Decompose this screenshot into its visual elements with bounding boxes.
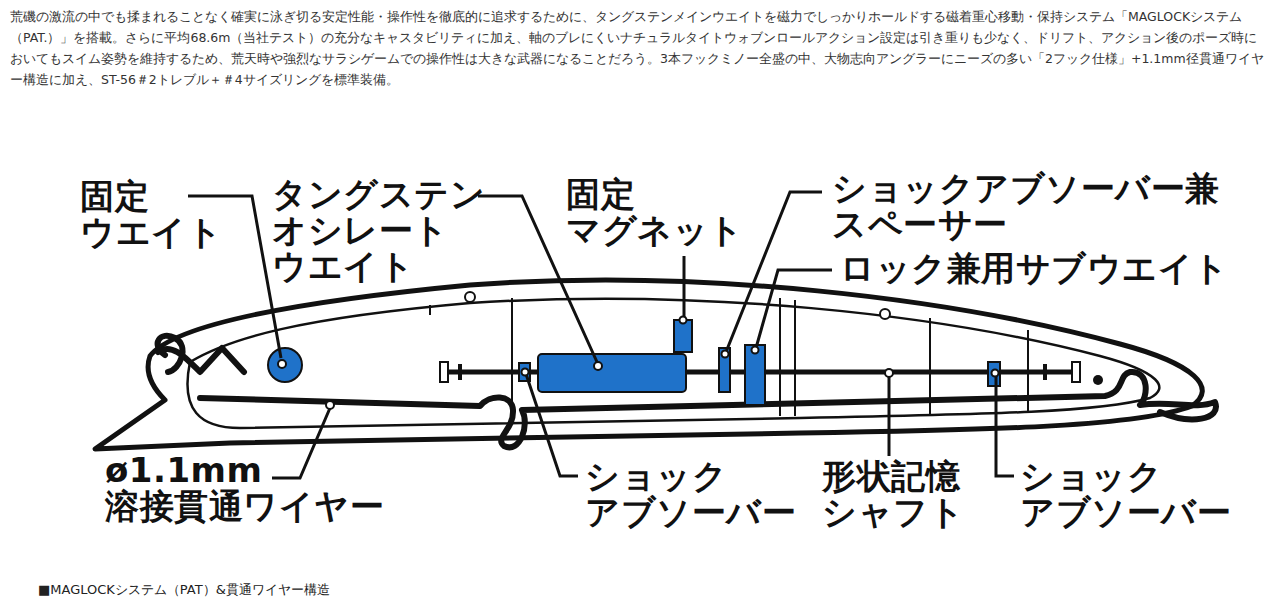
part-label: 固定 マグネット — [566, 176, 744, 248]
shaft-cap — [440, 362, 448, 382]
part-label: 固定 ウエイト — [80, 178, 222, 250]
part-label: タングステン オシレート ウエイト — [272, 176, 485, 284]
rivet — [1093, 375, 1103, 385]
figure-caption: ■MAGLOCKシステム（PAT）&貫通ワイヤー構造 — [38, 581, 330, 599]
rivet — [880, 309, 890, 319]
part-label: 形状記憶 シャフト — [822, 458, 964, 530]
shock-absorber — [988, 362, 1000, 386]
fixed-weight — [268, 348, 302, 382]
rivet — [465, 292, 475, 302]
tungsten-weight — [538, 354, 686, 392]
part-label: ロック兼用サブウエイト — [840, 250, 1229, 286]
shaft-cap — [1072, 362, 1080, 382]
part-label: ショック アブソーバー — [585, 458, 796, 530]
fixed-magnet — [674, 320, 692, 352]
part-label: ショック アブソーバー — [1020, 458, 1231, 530]
wire-eye — [158, 336, 183, 372]
leader-dots — [278, 317, 999, 410]
sub-weight — [745, 345, 765, 405]
part-label: ø1.1mm 溶接貫通ワイヤー — [105, 452, 384, 524]
description-text: 荒磯の激流の中でも揉まれることなく確実に泳ぎ切る安定性能・操作性を徹底的に追求す… — [10, 6, 1268, 90]
shock-absorber-spacer — [719, 348, 730, 392]
lure-body — [95, 280, 1202, 449]
part-label: ショックアブソーバー兼 スペーサー — [832, 170, 1220, 242]
through-wire — [158, 348, 1216, 447]
